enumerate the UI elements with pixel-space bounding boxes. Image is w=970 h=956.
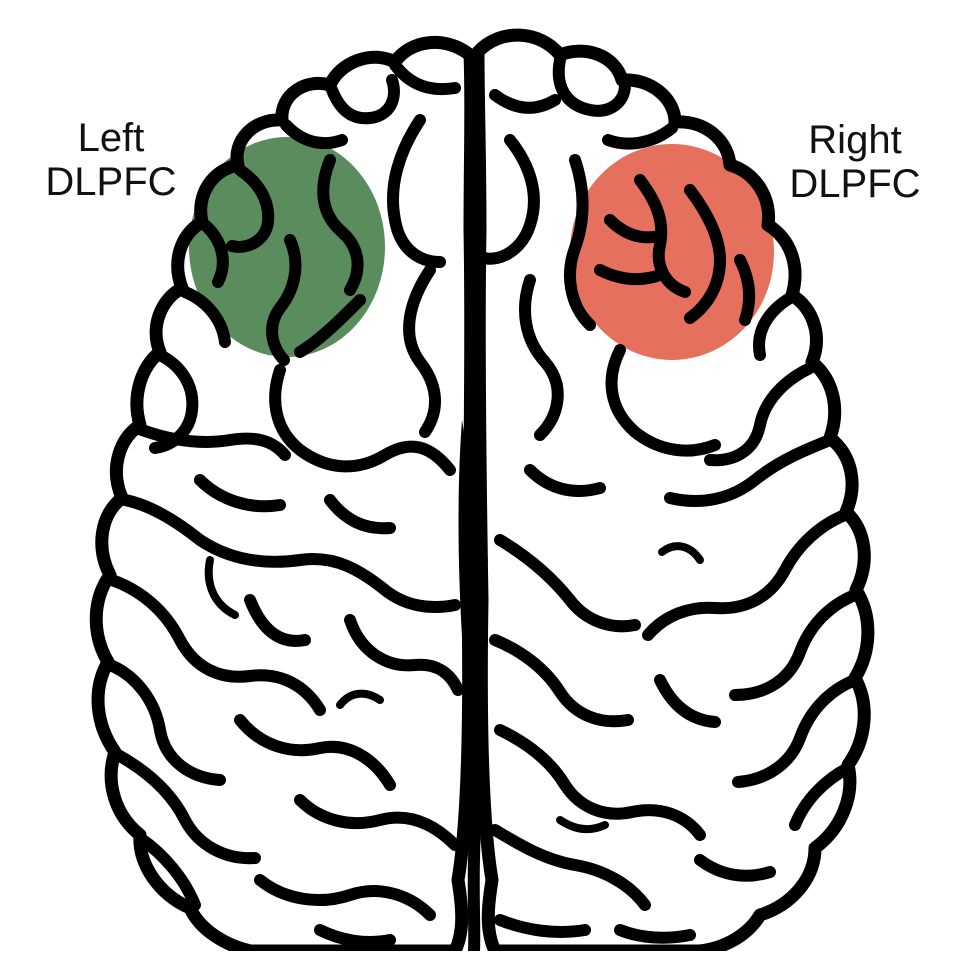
- right-sulcus: [735, 595, 855, 695]
- left-sulcus: [125, 500, 455, 607]
- left-dlpfc-label-line1: Left: [30, 116, 192, 160]
- left-sulcus: [260, 880, 430, 915]
- left-sulcus: [350, 620, 458, 690]
- left-sulcus: [200, 480, 280, 506]
- left-sulcus: [330, 500, 390, 528]
- left-sulcus: [395, 65, 455, 89]
- left-dlpfc-label-line2: DLPFC: [30, 160, 192, 204]
- left-sulcus: [209, 560, 235, 615]
- right-sulcus: [500, 730, 700, 835]
- right-sulcus: [660, 680, 715, 722]
- left-sulcus: [320, 930, 390, 942]
- right-sulcus: [612, 350, 715, 451]
- left-sulcus: [409, 270, 435, 432]
- right-sulcus: [525, 280, 558, 435]
- left-dlpfc-label: Left DLPFC: [30, 116, 192, 204]
- left-sulcus: [340, 694, 380, 705]
- right-sulcus: [710, 368, 810, 460]
- right-sulcus: [608, 128, 672, 144]
- left-sulcus: [240, 720, 390, 785]
- right-sulcus: [662, 546, 700, 560]
- right-sulcus: [620, 930, 690, 938]
- right-sulcus: [530, 470, 600, 491]
- right-sulcus: [700, 860, 770, 876]
- left-sulcus: [300, 800, 455, 845]
- right-sulcus: [500, 920, 585, 932]
- right-sulcus: [495, 830, 645, 905]
- right-sulcus: [484, 140, 534, 259]
- right-dlpfc-label-line2: DLPFC: [772, 162, 938, 206]
- right-dlpfc-label: Right DLPFC: [772, 118, 938, 206]
- left-sulcus: [275, 370, 450, 470]
- left-sulcus: [393, 120, 440, 262]
- left-sulcus: [332, 80, 394, 118]
- right-sulcus: [495, 95, 555, 108]
- right-dlpfc-label-line1: Right: [772, 118, 938, 162]
- right-sulcus: [560, 820, 605, 829]
- right-sulcus: [500, 540, 635, 626]
- right-sulcus: [759, 298, 790, 355]
- right-sulcus: [495, 640, 628, 721]
- left-sulcus: [250, 600, 305, 641]
